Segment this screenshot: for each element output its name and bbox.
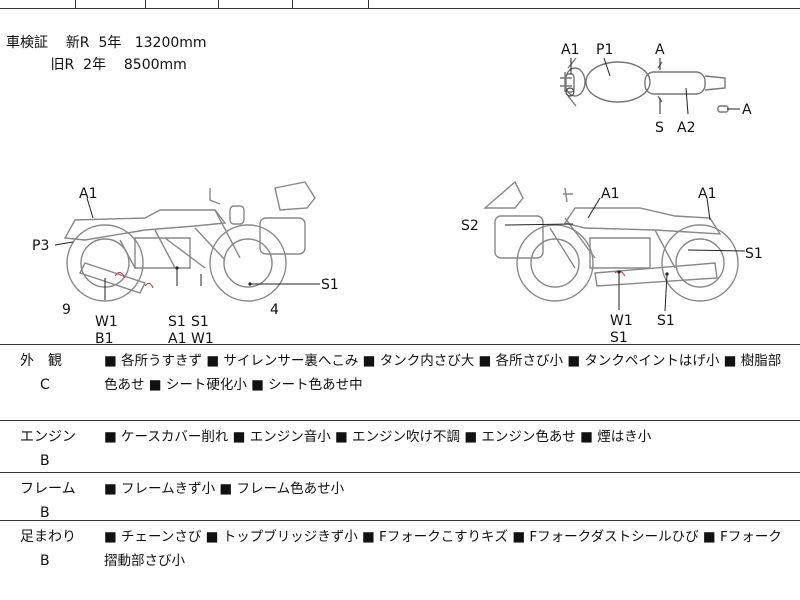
diagram-label: A1: [79, 186, 97, 202]
diagram-label: S: [655, 120, 664, 136]
top-table-strip: [0, 0, 800, 9]
registration-label: 車検証: [6, 35, 48, 51]
diagram-label: B1: [95, 331, 114, 347]
diagram-label: W1: [610, 313, 633, 329]
section-name: 足まわり: [20, 529, 76, 545]
diagram-label: A2: [677, 120, 695, 136]
table-divider: [75, 0, 76, 8]
diagram-label: W1: [191, 331, 214, 347]
section-notes: ■ フレームきず小 ■ フレーム色あせ小: [104, 481, 345, 497]
section-label: エンジン B: [20, 425, 80, 473]
reg-name: 旧R: [50, 57, 75, 73]
diagram-label: S1: [321, 277, 339, 293]
section-grade: B: [40, 453, 50, 469]
section-grade: B: [40, 553, 50, 569]
reg-price: 8500mm: [123, 57, 187, 73]
condition-section-frame: フレーム B ■ フレームきず小 ■ フレーム色あせ小: [0, 473, 800, 521]
registration-row: 旧R 2年 8500mm: [6, 54, 207, 76]
diagram-label: A1: [168, 331, 186, 347]
diagram-label: A1: [601, 186, 619, 202]
diagram-label: A1: [698, 186, 716, 202]
diagram-label: 4: [270, 302, 279, 318]
diagram-label: S1: [657, 313, 675, 329]
diagram-label: A: [655, 42, 665, 58]
diagram-label: S1: [191, 314, 209, 330]
section-label: 外 観 C: [20, 349, 80, 397]
diagram-label: S1: [168, 314, 186, 330]
table-divider: [292, 0, 293, 8]
reg-years: 5年: [98, 35, 122, 51]
diagram-label: S1: [745, 246, 763, 262]
condition-section-exterior: 外 観 C ■ 各所うすきず ■ サイレンサー裏へこみ ■ タンク内さび大 ■ …: [0, 345, 800, 421]
section-name: 外 観: [20, 353, 62, 369]
registration-info: 車検証 新R 5年 13200mm 旧R 2年 8500mm: [6, 32, 207, 76]
section-name: フレーム: [20, 481, 76, 497]
damage-diagram-area: 車検証 新R 5年 13200mm 旧R 2年 8500mm A: [0, 8, 800, 347]
motorcycle-left-side-view: A1 P3 9 W1 B1 S1 S1 A1 W1 4 S1: [32, 181, 339, 347]
reg-name: 新R: [65, 35, 90, 51]
reg-price: 13200mm: [134, 35, 207, 51]
diagram-label: S2: [461, 218, 479, 234]
condition-section-suspension: 足まわり B ■ チェーンさび ■ トップブリッジきず小 ■ Fフォークこすりキ…: [0, 521, 800, 600]
table-divider: [145, 0, 146, 8]
section-notes: ■ ケースカバー削れ ■ エンジン音小 ■ エンジン吹け不調 ■ エンジン色あせ…: [104, 429, 652, 445]
table-divider: [218, 0, 219, 8]
section-notes: ■ 各所うすきず ■ サイレンサー裏へこみ ■ タンク内さび大 ■ 各所さび小 …: [104, 353, 782, 393]
condition-section-engine: エンジン B ■ ケースカバー削れ ■ エンジン音小 ■ エンジン吹け不調 ■ …: [0, 421, 800, 473]
diagram-label: P1: [596, 42, 613, 58]
table-divider: [368, 0, 369, 8]
registration-row: 車検証 新R 5年 13200mm: [6, 32, 207, 54]
section-label: フレーム B: [20, 477, 80, 525]
diagram-label: 9: [62, 302, 71, 318]
section-name: エンジン: [20, 429, 76, 445]
section-grade: B: [40, 505, 50, 521]
reg-years: 2年: [83, 57, 107, 73]
motorcycle-top-view: A1 P1 A A S A2: [560, 42, 752, 136]
section-grade: C: [40, 377, 50, 393]
diagram-label: A: [742, 102, 752, 118]
diagram-label: W1: [95, 314, 118, 330]
section-notes: ■ チェーンさび ■ トップブリッジきず小 ■ Fフォークこすりキズ ■ Fフォ…: [104, 529, 782, 569]
diagram-label: P3: [32, 238, 49, 254]
motorcycle-right-side-view: S2 A1 A1 S1 W1 S1 S1: [461, 180, 763, 346]
diagram-label: A1: [561, 42, 579, 58]
section-label: 足まわり B: [20, 525, 80, 573]
diagram-label: S1: [610, 330, 628, 346]
